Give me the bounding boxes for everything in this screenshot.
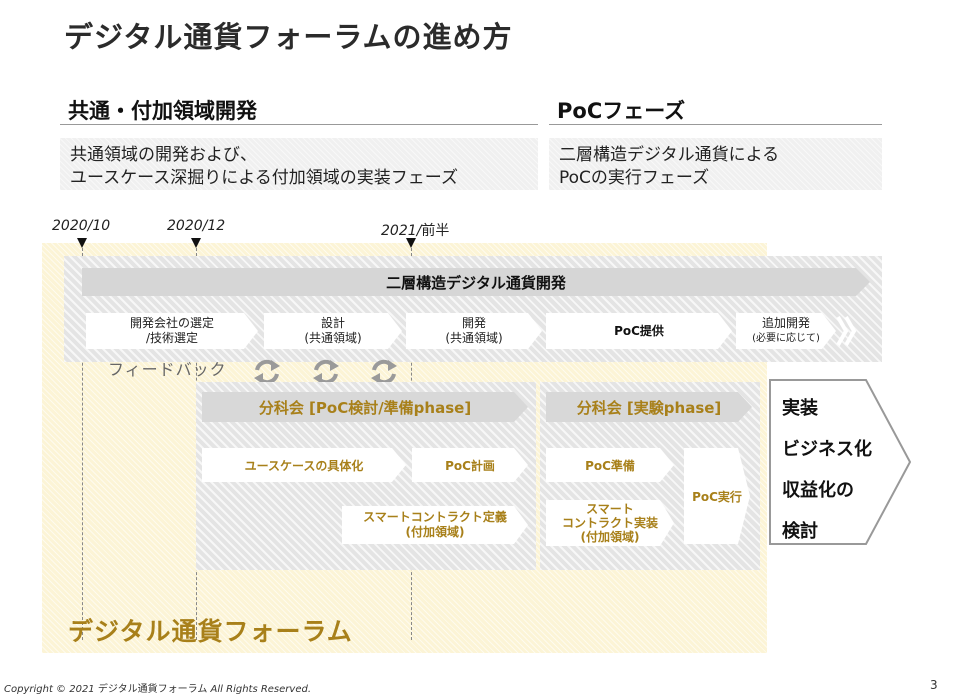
wg1-usecase-label: ユースケースの具体化 bbox=[244, 458, 364, 473]
timeline-date-2020-12: 2020/12 bbox=[167, 218, 226, 234]
left-desc-line1: 共通領域の開発および、 bbox=[70, 145, 257, 165]
step2-line2: (共通領域) bbox=[304, 331, 362, 345]
feedback-cycle-icon-1 bbox=[254, 359, 280, 385]
wg2-label: 分科会 [実験phase] bbox=[576, 398, 722, 417]
outcome-line-2: ビジネス化 bbox=[782, 439, 872, 460]
wg2-smart-line3: (付加領域) bbox=[580, 530, 640, 544]
outcome-line-3: 収益化の bbox=[782, 480, 854, 501]
copyright-name: デジタル通貨フォーラム bbox=[97, 684, 208, 695]
wg1-poc-plan-step: PoC計画 bbox=[412, 448, 528, 482]
step3-line1: 開発 bbox=[461, 316, 486, 330]
timeline-line-1 bbox=[82, 248, 83, 640]
wg1-poc-plan-label: PoC計画 bbox=[445, 458, 495, 473]
wg2-poc-prep-step: PoC準備 bbox=[546, 448, 674, 482]
timeline-date-2020-10: 2020/10 bbox=[52, 218, 111, 234]
step5-line1: 追加開発 bbox=[761, 316, 810, 330]
wg2-smart-line1: スマート bbox=[586, 502, 634, 516]
right-desc-line2: PoCの実行フェーズ bbox=[559, 168, 710, 188]
copyright-suffix: All Rights Reserved. bbox=[207, 684, 312, 695]
main-track-arrow: 二層構造デジタル通貨開発 bbox=[82, 268, 870, 296]
wg1-usecase-step: ユースケースの具体化 bbox=[202, 448, 406, 482]
timeline-date3-year: 2021/ bbox=[381, 223, 422, 239]
main-track-label: 二層構造デジタル通貨開発 bbox=[386, 273, 566, 292]
right-section-heading: PoCフェーズ bbox=[557, 99, 686, 123]
step1-line1: 開発会社の選定 bbox=[129, 316, 214, 330]
wg2-arrow: 分科会 [実験phase] bbox=[546, 392, 752, 422]
step5-line2: (必要に応じて) bbox=[752, 333, 820, 344]
step3-line2: (共通領域) bbox=[445, 331, 503, 345]
wg2-poc-exec-step: PoC実行 bbox=[684, 448, 750, 544]
wg2-smart-line2: コントラクト実装 bbox=[561, 516, 658, 530]
wg1-label: 分科会 [PoC検討/準備phase] bbox=[258, 398, 472, 417]
wg1-smart-line1: スマートコントラクト定義 bbox=[363, 510, 507, 524]
step-design: 設計(共通領域) bbox=[264, 313, 402, 349]
outcome-arrow bbox=[769, 379, 912, 545]
step-vendor-selection: 開発会社の選定/技術選定 bbox=[86, 313, 258, 349]
copyright-prefix: Copyright © 2021 bbox=[4, 684, 98, 695]
left-section-heading: 共通・付加領域開発 bbox=[68, 99, 257, 123]
additional-dev-chevrons-icon bbox=[836, 316, 857, 346]
step1-line2: /技術選定 bbox=[145, 331, 199, 345]
timeline-date-2021: 2021/前半 bbox=[381, 220, 449, 240]
left-desc-line2: ユースケース深掘りによる付加領域の実装フェーズ bbox=[70, 168, 458, 188]
wg1-arrow: 分科会 [PoC検討/準備phase] bbox=[202, 392, 528, 422]
step-development: 開発(共通領域) bbox=[406, 313, 542, 349]
outcome-line-1: 実装 bbox=[782, 398, 818, 419]
timeline-marker-2 bbox=[191, 238, 201, 248]
forum-label: デジタル通貨フォーラム bbox=[68, 617, 353, 646]
step4-line1: PoC提供 bbox=[614, 323, 664, 338]
timeline-marker-1 bbox=[77, 238, 87, 248]
step-poc-provision: PoC提供 bbox=[546, 313, 732, 349]
feedback-cycle-icon-2 bbox=[313, 359, 339, 385]
wg2-poc-prep-label: PoC準備 bbox=[585, 458, 635, 473]
wg1-smart-line2: (付加領域) bbox=[405, 525, 465, 539]
right-section-description: 二層構造デジタル通貨による PoCの実行フェーズ bbox=[549, 138, 882, 190]
outcome-line-4: 検討 bbox=[782, 521, 818, 542]
feedback-cycle-icon-3 bbox=[371, 359, 397, 385]
timeline-marker-3 bbox=[406, 238, 416, 248]
wg1-smart-contract-step: スマートコントラクト定義(付加領域) bbox=[342, 506, 528, 544]
outcome-text: 実装 ビジネス化 収益化の 検討 bbox=[782, 388, 872, 552]
left-section-description: 共通領域の開発および、 ユースケース深掘りによる付加領域の実装フェーズ bbox=[60, 138, 538, 190]
footer-copyright: Copyright © 2021 デジタル通貨フォーラム All Rights … bbox=[4, 680, 311, 695]
wg2-smart-contract-step: スマートコントラクト実装(付加領域) bbox=[546, 500, 674, 546]
step-additional-dev: 追加開発 (必要に応じて) bbox=[736, 313, 836, 349]
page-number: 3 bbox=[930, 678, 938, 692]
right-section-rule bbox=[549, 124, 882, 125]
left-section-rule bbox=[60, 124, 538, 125]
feedback-label: フィードバック bbox=[108, 360, 227, 379]
right-desc-line1: 二層構造デジタル通貨による bbox=[559, 145, 780, 165]
timeline-date3-suffix: 前半 bbox=[421, 223, 450, 239]
wg2-poc-exec-label: PoC実行 bbox=[692, 489, 742, 504]
page-title: デジタル通貨フォーラムの進め方 bbox=[64, 20, 513, 54]
step2-line1: 設計 bbox=[320, 316, 345, 330]
